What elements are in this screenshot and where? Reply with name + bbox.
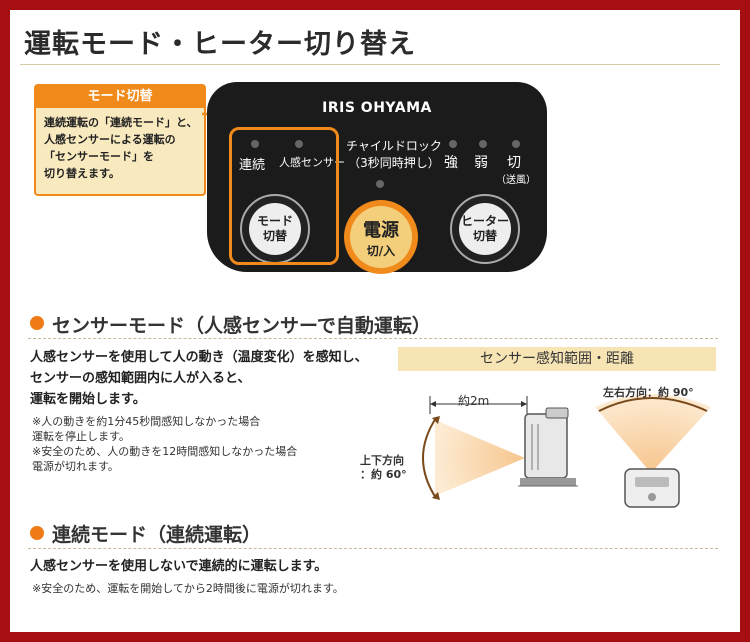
control-panel: IRIS OHYAMA 連続 人感センサー チャイルドロック （3秒同時押し） …: [207, 82, 547, 274]
power-button-label: 電源: [363, 219, 399, 241]
top-view-diagram: [595, 394, 711, 508]
section-bullet-icon: [30, 316, 44, 330]
continuous-label: 連続: [239, 158, 266, 173]
continuous-description: 人感センサーを使用しないで連続的に運転します。: [30, 559, 328, 574]
sensor-label: 人感センサー: [279, 156, 345, 169]
sensor-note-line: 電源が切れます。: [32, 460, 119, 473]
sensor-description-line: 人感センサーを使用して人の動き（温度変化）を感知し、: [30, 350, 368, 365]
child-lock-led: [376, 180, 384, 188]
child-lock-label: チャイルドロック （3秒同時押し）: [335, 137, 453, 171]
sensor-note-line: ※人の動きを約1分45秒間感知しなかった場合: [32, 415, 261, 428]
mode-switch-button[interactable]: モード切替: [240, 194, 310, 264]
child-lock-line: チャイルドロック: [346, 139, 442, 153]
off-sublabel: （送風）: [496, 175, 536, 186]
weak-label: 弱: [474, 155, 488, 171]
title-divider: [20, 64, 720, 65]
continuous-note: ※安全のため、運転を開始してから2時間後に電源が切れます。: [32, 582, 344, 595]
vertical-angle-line: 上下方向: [360, 454, 404, 467]
continuous-section-title: 連続モード（連続運転）: [52, 524, 262, 546]
callout-heading: モード切替: [36, 86, 204, 108]
distance-label: 約2m: [458, 394, 490, 408]
brand-logo: IRIS OHYAMA: [322, 100, 432, 116]
side-view-diagram: [422, 396, 578, 500]
sensor-description: 人感センサーを使用して人の動き（温度変化）を感知し、 センサーの感知範囲内に人が…: [30, 347, 400, 410]
vertical-angle-label: 上下方向 ：約 60°: [360, 454, 407, 482]
sensor-description-line: 運転を開始します。: [30, 392, 146, 407]
callout-body: 連続運転の「連続モード」と、 人感センサーによる運転の 「センサーモード」を 切…: [44, 114, 200, 182]
strong-led: [449, 140, 457, 148]
power-button-face: 電源 切/入: [350, 206, 412, 268]
heater-button-line: 切替: [472, 229, 497, 243]
weak-led: [479, 140, 487, 148]
vertical-angle-line: ：約 60°: [360, 468, 407, 481]
mode-button-line: 切替: [262, 229, 287, 243]
page-title: 運転モード・ヒーター切り替え: [24, 29, 416, 60]
power-button[interactable]: 電源 切/入: [344, 200, 418, 274]
off-led: [512, 140, 520, 148]
continuous-indicator-led: [251, 140, 259, 148]
sensor-description-line: センサーの感知範囲内に人が入ると、: [30, 371, 251, 386]
strong-label: 強: [444, 155, 458, 171]
off-label: 切: [507, 155, 521, 171]
callout-line: 人感センサーによる運転の: [44, 133, 176, 146]
section-divider: [28, 338, 718, 339]
heater-switch-face: ヒーター切替: [459, 203, 511, 255]
sensor-notes: ※人の動きを約1分45秒間感知しなかった場合 運転を停止します。 ※安全のため、…: [32, 414, 392, 474]
mode-highlight-box: [229, 127, 339, 265]
mode-button-line: モード: [256, 214, 293, 228]
heater-button-line: ヒーター: [460, 214, 509, 228]
sensor-range-heading: センサー感知範囲・距離: [398, 347, 716, 371]
mode-switch-face: モード切替: [249, 203, 301, 255]
section-divider: [28, 548, 718, 549]
sensor-section-title: センサーモード（人感センサーで自動運転）: [52, 315, 431, 337]
sensor-indicator-led: [295, 140, 303, 148]
sensor-note-line: 運転を停止します。: [32, 430, 130, 443]
mode-switch-callout: モード切替 連続運転の「連続モード」と、 人感センサーによる運転の 「センサーモ…: [34, 84, 206, 196]
callout-line: 切り替えます。: [44, 167, 120, 180]
power-button-sublabel: 切/入: [366, 243, 396, 258]
heater-switch-button[interactable]: ヒーター切替: [450, 194, 520, 264]
callout-line: 「センサーモード」を: [44, 150, 154, 163]
sensor-note-line: ※安全のため、人の動きを12時間感知しなかった場合: [32, 445, 298, 458]
child-lock-line: （3秒同時押し）: [348, 156, 440, 170]
callout-line: 連続運転の「連続モード」と、: [44, 116, 198, 129]
horizontal-angle-label: 左右方向：約 90°: [603, 386, 694, 399]
section-bullet-icon: [30, 526, 44, 540]
